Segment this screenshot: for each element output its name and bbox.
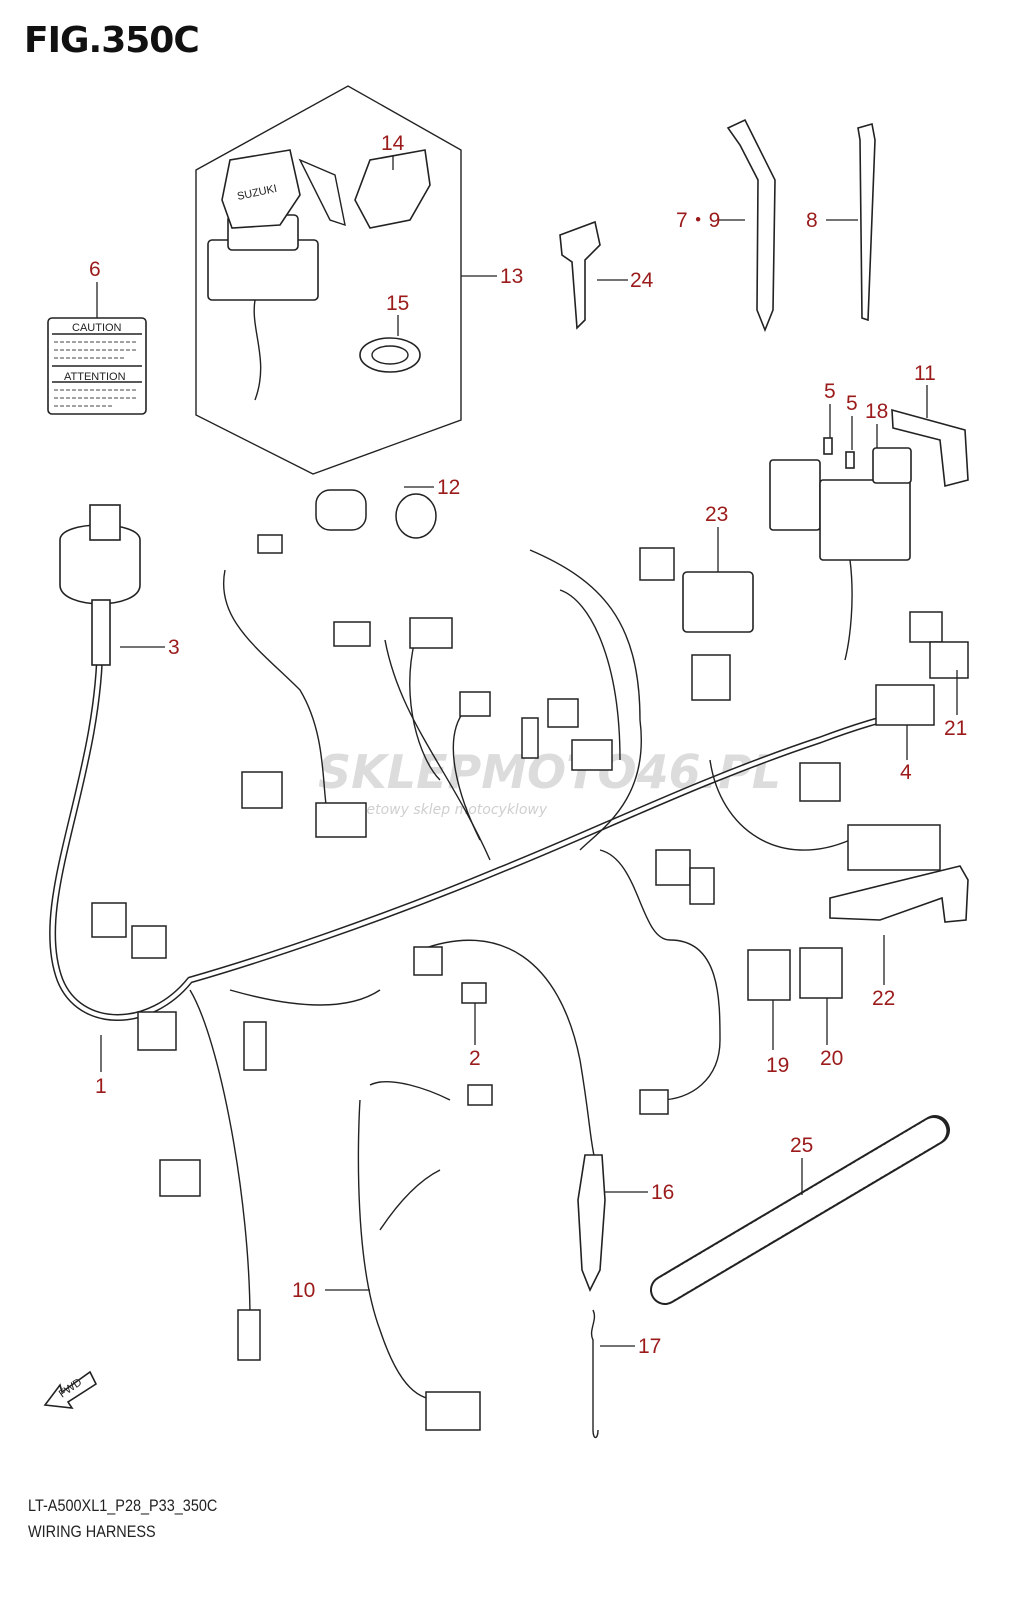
callout-5: 5 [824,380,836,403]
callout-21: 21 [944,717,967,740]
ignition-switch-group-frame [195,85,462,475]
spring [590,1309,599,1439]
fwd-arrow-icon: FWD [43,1370,98,1409]
callout-13: 13 [500,265,523,288]
watermark-sub: internetowy sklep motocyklowy [325,802,548,818]
attention-text: ATTENTION [64,371,126,383]
footer-code: LT-A500XL1_P28_P33_350C [28,1496,218,1515]
callout-18: 18 [865,400,888,423]
caution-text: CAUTION [72,322,122,334]
callout-25: 25 [790,1134,813,1157]
callout-3: 3 [168,636,180,659]
fuse-box [769,408,969,661]
ring-nut [359,337,421,373]
callout-19: 19 [766,1054,789,1077]
callout-17: 17 [638,1335,661,1358]
clamp-7-9 [726,118,776,333]
callout-15: 15 [386,292,409,315]
watermark: SKLEPMOTO46.PL internetowy sklep motocyk… [318,745,781,818]
callout-8: 8 [806,209,818,232]
bracket-22 [829,865,969,923]
key [559,220,601,330]
callout-2: 2 [469,1047,481,1070]
callout-24: 24 [630,269,654,292]
callout-6: 6 [89,258,101,281]
oxygen-sensor [577,1154,606,1292]
callout-5: 5 [846,392,858,415]
watermark-main: SKLEPMOTO46.PL [318,745,781,799]
callout-23: 23 [705,503,728,526]
ignition-switch: SUZUKI [207,149,346,401]
figure-title: FIG.350C [24,20,200,61]
connectors [91,489,969,1431]
footer-name: WIRING HARNESS [28,1522,156,1541]
callout-16: 16 [651,1181,674,1204]
ignition-cover [354,149,431,229]
callout-10: 10 [292,1279,315,1302]
callout-7-9: 7・9 [676,209,720,232]
callout-12: 12 [437,476,460,499]
callout-4: 4 [900,761,912,784]
callout-14: 14 [381,132,405,155]
relay-18 [872,447,912,484]
cable-tie-8 [857,122,876,322]
callout-1: 1 [95,1075,107,1098]
bracket-11 [891,408,969,488]
coupler-3 [59,504,141,666]
callout-22: 22 [872,987,895,1010]
callout-11: 11 [914,362,936,385]
caution-label: CAUTION ATTENTION [47,317,147,415]
main-harness [49,549,904,1401]
relay-23 [682,571,754,633]
callout-20: 20 [820,1047,843,1070]
